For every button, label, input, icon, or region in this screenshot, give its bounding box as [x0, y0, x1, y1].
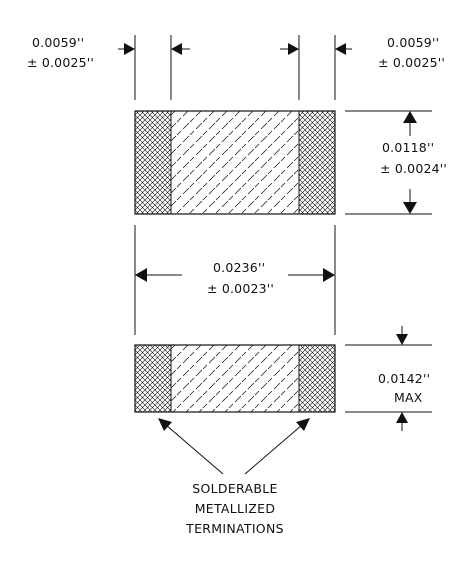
arrow-left-icon [335, 43, 346, 55]
termination-left-tolerance: ± 0.0025'' [27, 55, 94, 70]
thickness-dimension-lines [345, 326, 432, 431]
callout-leaders [158, 418, 310, 475]
termination-left-side [134, 344, 172, 413]
width-value: 0.0118'' [382, 140, 434, 155]
arrow-left-icon [171, 43, 182, 55]
width-dimension-lines [345, 110, 432, 215]
termination-left-value: 0.0059'' [32, 35, 84, 50]
arrow-left-icon [135, 268, 147, 282]
thickness-qualifier: MAX [394, 390, 423, 405]
length-value: 0.0236'' [213, 260, 265, 275]
arrow-up-icon [396, 412, 408, 423]
callout-line-1: SOLDERABLE [192, 481, 277, 496]
arrow-up-icon [403, 111, 417, 123]
callout-line-2: METALLIZED [195, 501, 276, 516]
termination-right-side [298, 344, 336, 413]
side-view-chip [134, 344, 336, 413]
arrow-right-icon [323, 268, 335, 282]
top-view-chip [134, 110, 336, 215]
termination-left-top [134, 110, 172, 215]
ceramic-body-top [170, 110, 300, 215]
width-tolerance: ± 0.0024'' [380, 161, 447, 176]
arrow-up-right-icon [296, 418, 310, 431]
ceramic-body-side [170, 344, 300, 413]
termination-right-top [298, 110, 336, 215]
termination-right-value: 0.0059'' [387, 35, 439, 50]
thickness-value: 0.0142'' [378, 371, 430, 386]
arrow-down-icon [396, 334, 408, 345]
callout-line-3: TERMINATIONS [185, 521, 284, 536]
termination-right-tolerance: ± 0.0025'' [378, 55, 445, 70]
termination-dimension-lines [118, 35, 352, 100]
arrow-right-icon [124, 43, 135, 55]
length-dimension-lines [134, 225, 336, 335]
length-tolerance: ± 0.0023'' [207, 281, 274, 296]
arrow-down-icon [403, 202, 417, 214]
arrow-up-left-icon [158, 418, 172, 431]
arrow-right-icon [288, 43, 299, 55]
